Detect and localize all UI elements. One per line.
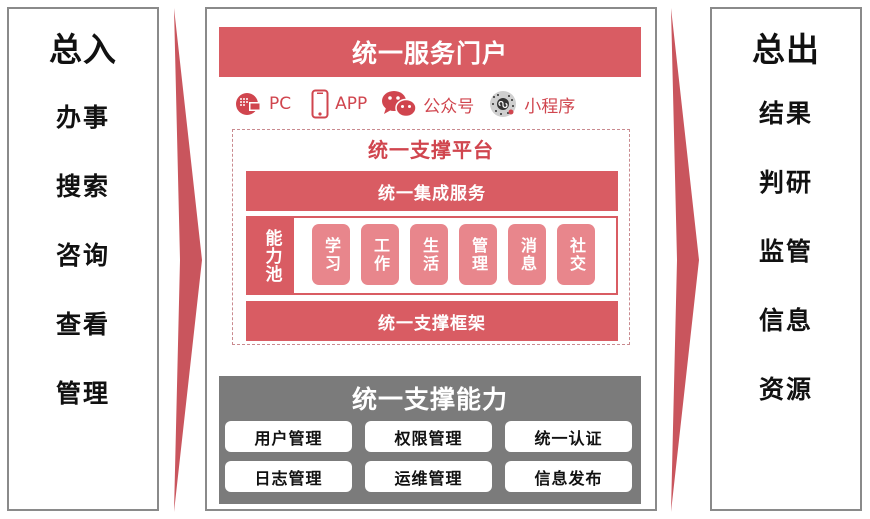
- output-items-list: 结果 判研 监管 信息 资源: [759, 79, 813, 424]
- support-item-unified-auth: 统一认证: [505, 421, 632, 452]
- channel-wechat-official: 公众号: [381, 89, 474, 119]
- pool-item-social: 社交: [557, 224, 595, 285]
- input-item: 咨询: [55, 241, 110, 270]
- support-item-permission-management: 权限管理: [365, 421, 492, 452]
- platform-title: 统一支撑平台: [368, 138, 494, 162]
- channel-label: PC: [269, 94, 292, 114]
- center-architecture-panel: 统一服务门户 PC: [205, 7, 657, 511]
- pool-item-message: 消息: [508, 224, 546, 285]
- capability-pool-label: 能力池: [248, 218, 294, 293]
- output-item: 判研: [758, 168, 813, 197]
- pool-item-study: 学习: [312, 224, 350, 285]
- input-panel: 总入 办事 搜索 咨询 查看 管理: [7, 7, 159, 511]
- channel-app: APP: [311, 89, 367, 119]
- smartphone-icon: [311, 89, 329, 119]
- channel-mini-program: 小程序: [488, 89, 575, 119]
- unified-support-platform: 统一支撑平台 统一集成服务 能力池 学习 工作 生活 管理 消息 社交 统一支撑…: [232, 129, 630, 345]
- support-item-log-management: 日志管理: [225, 461, 352, 492]
- capability-pool: 能力池 学习 工作 生活 管理 消息 社交: [246, 216, 618, 295]
- pc-globe-icon: [235, 91, 263, 117]
- access-channels: PC APP 公众号: [235, 87, 635, 121]
- unified-support-capability: 统一支撑能力 用户管理 权限管理 统一认证 日志管理 运维管理 信息发布: [219, 376, 641, 504]
- channel-label: 小程序: [524, 96, 576, 117]
- support-capability-grid: 用户管理 权限管理 统一认证 日志管理 运维管理 信息发布: [225, 421, 635, 492]
- input-item: 搜索: [55, 172, 110, 201]
- unified-integration-service-bar: 统一集成服务: [246, 171, 618, 211]
- unified-support-framework-bar: 统一支撑框架: [246, 301, 618, 341]
- output-item: 信息: [758, 306, 813, 335]
- flow-arrow-icon: [174, 8, 202, 512]
- output-item: 结果: [758, 99, 813, 128]
- pool-item-work: 工作: [361, 224, 399, 285]
- wechat-icon: [381, 89, 418, 119]
- pool-item-life: 生活: [410, 224, 448, 285]
- support-item-user-management: 用户管理: [225, 421, 352, 452]
- channel-label: 公众号: [423, 96, 475, 117]
- output-panel-title: 总出: [752, 30, 820, 69]
- output-panel: 总出 结果 判研 监管 信息 资源: [710, 7, 862, 511]
- input-item: 查看: [55, 310, 110, 339]
- input-item: 办事: [55, 103, 110, 132]
- capability-pool-items: 学习 工作 生活 管理 消息 社交: [312, 224, 606, 285]
- mini-program-qr-icon: [488, 89, 518, 119]
- input-panel-title: 总入: [49, 30, 117, 69]
- channel-pc: PC: [235, 91, 291, 117]
- unified-service-portal: 统一服务门户: [219, 27, 641, 77]
- output-item: 监管: [758, 237, 813, 266]
- channel-label: APP: [335, 94, 368, 114]
- output-item: 资源: [758, 375, 813, 404]
- support-capability-title: 统一支撑能力: [351, 385, 508, 414]
- support-item-ops-management: 运维管理: [365, 461, 492, 492]
- support-item-info-publish: 信息发布: [505, 461, 632, 492]
- pool-item-management: 管理: [459, 224, 497, 285]
- flow-arrow-icon: [671, 8, 699, 512]
- input-item: 管理: [55, 379, 110, 408]
- input-items-list: 办事 搜索 咨询 查看 管理: [56, 83, 110, 428]
